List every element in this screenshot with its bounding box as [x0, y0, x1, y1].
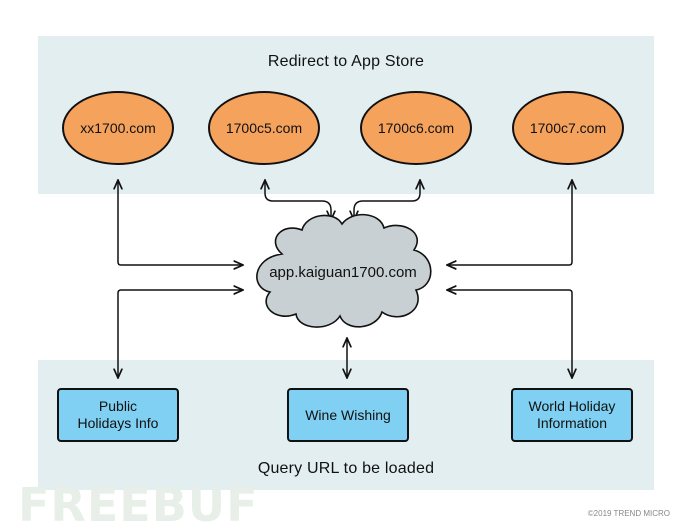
- arrow-1700c7-hub: [447, 180, 572, 265]
- query-group-title: Query URL to be loaded: [257, 460, 435, 477]
- domain-1700c7: 1700c7.com: [512, 91, 624, 165]
- service-wine-wishing: Wine Wishing: [287, 388, 409, 442]
- service-label: Wine Wishing: [305, 406, 391, 423]
- service-label: World Holiday Information: [528, 398, 616, 431]
- arrow-hub-world-holiday: [447, 290, 572, 378]
- watermark-text: FREEBUF: [18, 478, 259, 532]
- arrow-1700c6-hub: [354, 180, 420, 220]
- service-world-holiday: World Holiday Information: [511, 388, 633, 442]
- copyright-text: ©2019 TREND MICRO: [587, 509, 670, 518]
- domain-1700c6: 1700c6.com: [360, 91, 472, 165]
- arrow-xx1700-hub: [118, 180, 243, 265]
- hub-cloud-shape: [256, 213, 432, 328]
- arrow-1700c5-hub: [265, 180, 331, 220]
- domain-xx1700: xx1700.com: [62, 91, 174, 165]
- redirect-group-title: Redirect to App Store: [267, 53, 425, 70]
- service-label: Public Holidays Info: [77, 398, 159, 431]
- hub-label: app.kaiguan1700.com: [269, 264, 417, 281]
- service-public-holidays: Public Holidays Info: [57, 388, 179, 442]
- domain-label: 1700c7.com: [529, 120, 607, 136]
- domain-label: 1700c6.com: [377, 120, 455, 136]
- domain-label: 1700c5.com: [225, 120, 303, 136]
- domain-label: xx1700.com: [80, 120, 156, 136]
- arrow-hub-public-holidays: [118, 290, 243, 378]
- domain-1700c5: 1700c5.com: [208, 91, 320, 165]
